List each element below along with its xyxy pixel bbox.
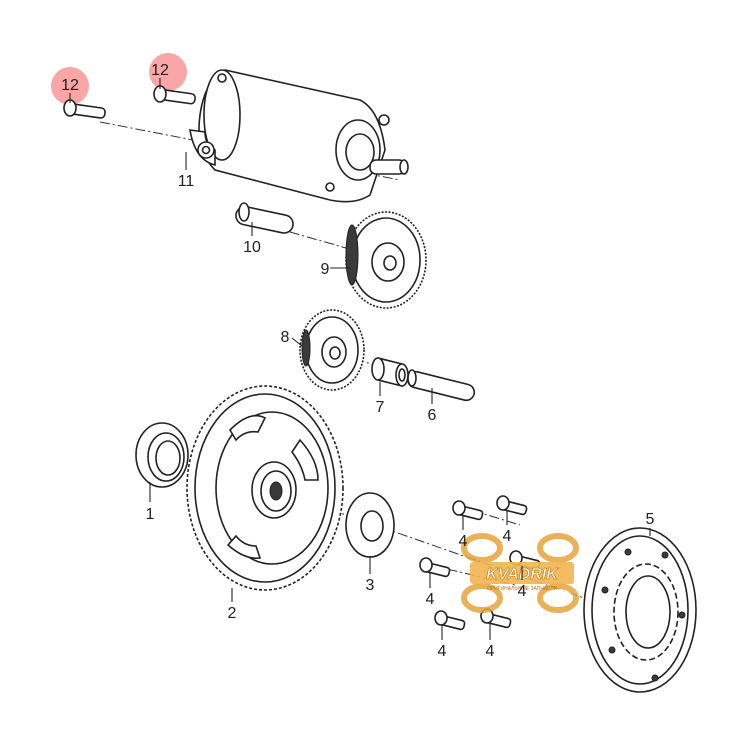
callout-3: 3: [366, 577, 375, 594]
bolt-4-b: [496, 495, 528, 516]
highlight-marker-12-left: [51, 67, 89, 105]
idler-gear-8: [299, 309, 365, 391]
bolt-4-d: [419, 557, 451, 578]
callout-8: 8: [281, 329, 290, 346]
oil-seal-1: [135, 422, 189, 488]
axis-bolt-4-upper: [454, 504, 521, 526]
washer-3: [345, 492, 395, 558]
callout-12a: 12: [61, 77, 79, 94]
starter-driven-gear-2: [186, 385, 344, 591]
highlight-marker-12-right: [149, 53, 187, 91]
callout-12b: 12: [151, 62, 169, 79]
bolt-12-right: [153, 85, 196, 105]
kvadrik-watermark-logo: KVADRIK ОРИГИНАЛЬНЫЕ ЗАПЧАСТИ: [461, 533, 579, 613]
callout-9: 9: [321, 261, 330, 278]
callout-11: 11: [178, 173, 195, 190]
callout-6: 6: [428, 407, 437, 424]
callout-4d: 4: [426, 591, 435, 608]
bolt-4-a: [452, 500, 484, 521]
leader-8: [291, 337, 303, 347]
callout-4a: 4: [459, 533, 468, 550]
bushing-7: [371, 356, 409, 388]
callout-4e: 4: [438, 643, 447, 660]
callout-5: 5: [646, 511, 655, 528]
watermark-brand: KVADRIK: [486, 566, 559, 583]
callout-2: 2: [228, 605, 237, 622]
callout-10: 10: [243, 239, 261, 256]
callout-4c: 4: [518, 583, 527, 600]
watermark-tagline: ОРИГИНАЛЬНЫЕ ЗАПЧАСТИ: [487, 586, 557, 592]
callout-4b: 4: [503, 528, 512, 545]
starter-motor-11: [189, 69, 409, 203]
idler-gear-9: [345, 211, 427, 309]
callout-4f: 4: [486, 643, 495, 660]
shaft-10: [235, 202, 294, 234]
callout-1: 1: [146, 506, 155, 523]
bolt-4-e: [434, 610, 466, 631]
shaft-6: [407, 369, 476, 402]
one-way-clutch-5: [583, 527, 697, 693]
callout-7: 7: [376, 399, 385, 416]
